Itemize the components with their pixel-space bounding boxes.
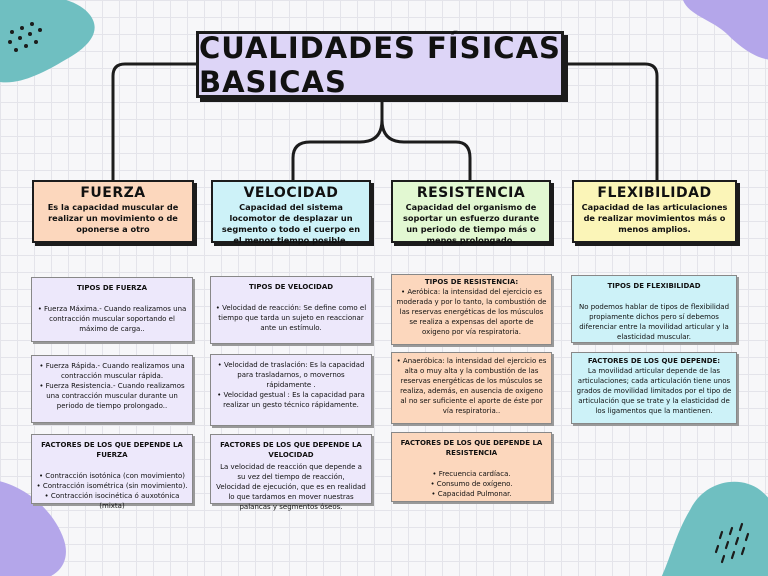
box-line: • Contracción isotónica (con movimiento) [38,472,186,480]
box-title: FACTORES DE LOS QUE DEPENDE LA FUERZA [41,441,183,459]
box-title: FACTORES DE LOS QUE DEPENDE LA VELOCIDAD [220,441,362,459]
velocidad-description: Capacidad del sistema locomotor de despl… [221,202,361,245]
velocidad-title: Velocidad [243,185,339,201]
box-line: • Capacidad Pulmonar. [431,490,512,498]
velocidad-traslacion-box: • Velocidad de traslación: Es la capacid… [210,354,372,426]
flexibilidad-description: Capacidad de las articulaciones de reali… [581,202,728,234]
purple-blob-top-right [683,0,768,60]
box-line: Velocidad de ejecución, que es en realid… [216,483,366,511]
box-line: • Frecuencia cardíaca. [432,470,511,478]
tipos-de-flexibilidad-box: TIPOS DE FLEXIBILIDAD No podemos hablar … [571,275,737,343]
box-line: • Anaeróbica: la intensidad del ejercici… [396,357,547,415]
box-line: • Contracción isocinética ó auxotónica (… [44,492,180,510]
box-line: La movilidad articular depende de las ar… [576,367,732,415]
flexibilidad-title: Flexibilidad [597,185,712,201]
flexibilidad-header-card: Flexibilidad Capacidad de las articulaci… [572,180,737,243]
box-line: • Aeróbica: la intensidad del ejercicio … [396,288,547,336]
box-line: La velocidad de reacción que depende a s… [220,463,362,481]
resistencia-title: Resistencia [416,185,526,201]
box-title: TIPOS DE VELOCIDAD [248,283,334,291]
box-line: No podemos hablar de tipos de flexibilid… [578,303,730,341]
box-line: • Fuerza Resistencia.- Cuando realizamos… [39,382,185,410]
factores-flexibilidad-box: FACTORES DE LOS QUE DEPENDE: La movilida… [571,352,737,424]
anaerobica-box: • Anaeróbica: la intensidad del ejercici… [391,352,552,424]
main-title-box: Cualidades físicas basicas [196,30,564,99]
box-line: • Contracción isométrica (sin movimiento… [36,482,188,490]
box-line: • Fuerza Rápida.- Cuando realizamos una … [39,362,185,380]
box-line: • Velocidad gestual : Es la capacidad pa… [217,391,365,409]
box-line: • Fuerza Máxima.- Cuando realizamos una … [37,305,187,333]
box-line: • Consumo de oxígeno. [430,480,513,488]
box-title: TIPOS DE FLEXIBILIDAD [607,282,701,290]
teal-blob-top-left [0,0,95,83]
teal-blob-bottom-right [661,481,768,576]
velocidad-header-card: Velocidad Capacidad del sistema locomoto… [211,180,371,245]
tipos-de-velocidad-box: TIPOS DE VELOCIDAD • Velocidad de reacci… [210,276,372,344]
box-title: TIPOS DE RESISTENCIA: [424,278,519,286]
tipos-de-fuerza-box: TIPOS DE FUERZA • Fuerza Máxima.- Cuando… [31,277,193,342]
factores-resistencia-box: FACTORES DE LOS QUE DEPENDE LA RESISTENC… [391,432,552,502]
box-title: FACTORES DE LOS QUE DEPENDE LA RESISTENC… [400,439,543,457]
factores-fuerza-box: FACTORES DE LOS QUE DEPENDE LA FUERZA • … [31,434,193,510]
box-line: • Velocidad de traslación: Es la capacid… [217,361,365,389]
fuerza-description: Es la capacidad muscular de realizar un … [47,202,179,234]
fuerza-rapida-box: • Fuerza Rápida.- Cuando realizamos una … [31,355,193,423]
resistencia-description: Capacidad del organismo de soportar un e… [402,202,540,245]
main-title: Cualidades físicas basicas [199,30,561,99]
fuerza-header-card: Fuerza Es la capacidad muscular de reali… [32,180,194,243]
purple-blob-bottom-left [0,481,66,576]
fuerza-title: Fuerza [80,185,146,201]
box-line: • Velocidad de reacción: Se define como … [215,304,367,332]
factores-velocidad-box: FACTORES DE LOS QUE DEPENDE LA VELOCIDAD… [210,434,372,511]
tipos-de-resistencia-box: TIPOS DE RESISTENCIA: • Aeróbica: la int… [391,274,552,345]
box-title: TIPOS DE FUERZA [76,284,148,292]
box-title: FACTORES DE LOS QUE DEPENDE: [587,357,721,365]
resistencia-header-card: Resistencia Capacidad del organismo de s… [391,180,551,245]
